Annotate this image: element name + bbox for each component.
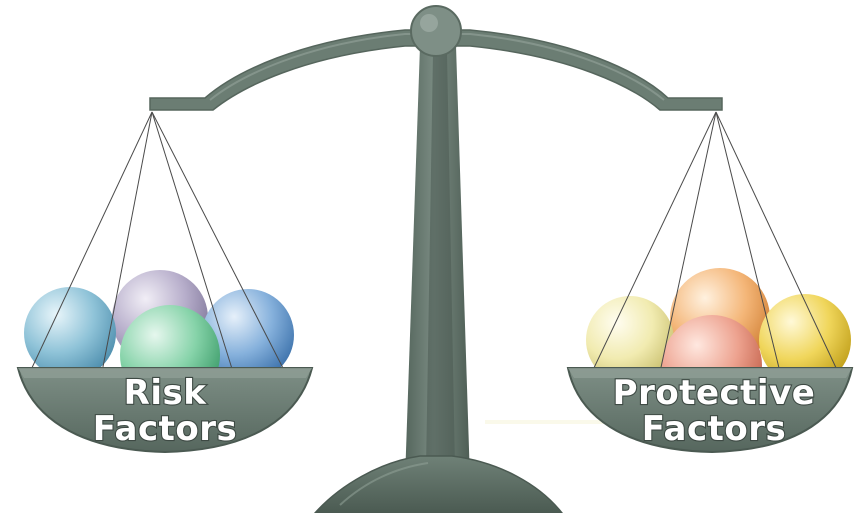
- pivot-knob: [411, 6, 461, 56]
- left-pan-label-line2: Factors: [93, 409, 237, 449]
- right-pan-label-line2: Factors: [642, 409, 786, 449]
- scale-pole: [405, 46, 470, 480]
- left-pan-group: Risk Factors: [18, 112, 312, 452]
- pivot-knob-highlight: [420, 14, 438, 32]
- left-ball-blue: [24, 287, 116, 379]
- scale-base: [315, 456, 562, 513]
- left-pan-label-line1: Risk: [124, 373, 208, 413]
- right-pan-label-line1: Protective: [613, 373, 816, 413]
- right-pan-group: Protective Factors: [568, 112, 852, 452]
